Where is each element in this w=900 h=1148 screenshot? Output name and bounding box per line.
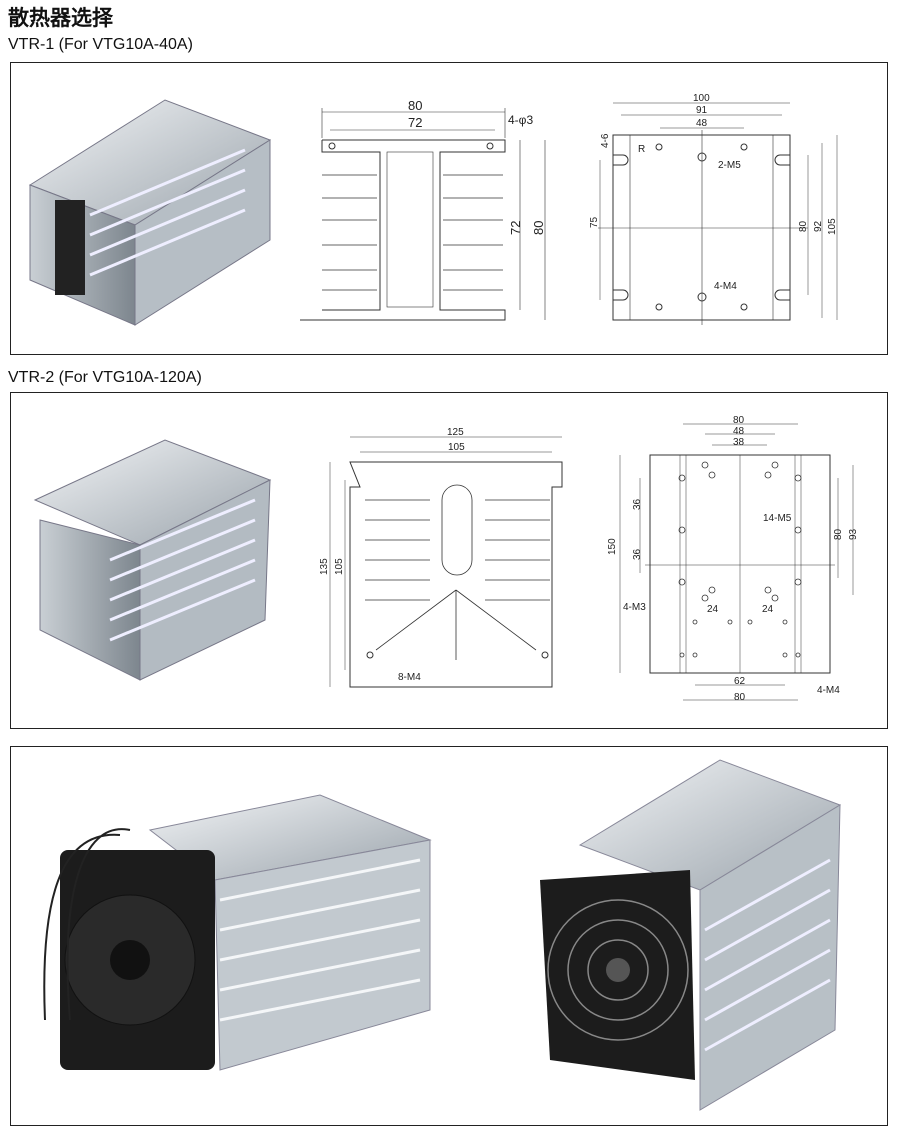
fan-photos-panel	[10, 746, 888, 1126]
dim-height: 135	[319, 558, 330, 575]
heatsink-with-fan-photo-1	[43, 794, 432, 1071]
vtr2-plan-drawing	[619, 423, 854, 701]
plan-dim-92: 92	[813, 220, 824, 232]
plan-dim-105: 105	[827, 218, 838, 235]
plan-dim-80: 80	[798, 220, 809, 232]
vtr1-plan-drawing	[598, 102, 838, 325]
plan-holes-m3: 4-M3	[623, 602, 646, 613]
vtr1-heatsink-photo	[28, 99, 272, 326]
plan-dim-24a: 24	[707, 604, 719, 615]
plan-holes-m5: 2-M5	[718, 160, 741, 171]
plan-dim-38: 38	[733, 437, 745, 448]
dim-inner-width: 105	[448, 442, 465, 453]
dim-holes: 8-M4	[398, 672, 421, 683]
plan-dim-62: 62	[734, 676, 746, 687]
vtr1-front-drawing	[300, 108, 546, 321]
plan-dim-48: 48	[733, 426, 745, 437]
section-label-vtr1: VTR-1 (For VTG10A-40A)	[8, 36, 193, 53]
plan-dim-24b: 24	[762, 604, 774, 615]
plan-dim-v80: 80	[833, 528, 844, 540]
plan-dim-75: 75	[589, 216, 600, 228]
dim-holes: 4-φ3	[508, 113, 533, 127]
plan-dim-91: 91	[696, 105, 708, 116]
dim-inner-width: 72	[408, 115, 422, 130]
plan-holes-m4: 4-M4	[817, 685, 840, 696]
vtr2-heatsink-photo	[33, 439, 272, 681]
dim-inner-height: 72	[508, 221, 523, 235]
plan-holes-m5: 14-M5	[763, 513, 792, 524]
dim-inner-height: 105	[334, 558, 345, 575]
plan-dim-48: 48	[696, 118, 708, 129]
plan-dim-36b: 36	[632, 548, 643, 560]
dim-width: 125	[447, 427, 464, 438]
plan-dim-100: 100	[693, 93, 710, 104]
dim-width: 80	[408, 98, 422, 113]
plan-dim-slot: 4-6	[600, 133, 611, 148]
page-title: 散热器选择	[8, 6, 113, 30]
plan-dim-150: 150	[607, 538, 618, 555]
vtr1-panel	[10, 62, 888, 355]
plan-dim-80: 80	[733, 415, 745, 426]
plan-dim-93: 93	[848, 528, 859, 540]
dim-height: 80	[531, 221, 546, 235]
vtr2-front-drawing	[329, 436, 563, 688]
heatsink-with-fan-photo-2	[540, 759, 842, 1111]
plan-holes-m4: 4-M4	[714, 281, 737, 292]
vtr2-panel	[10, 392, 888, 729]
plan-dim-36a: 36	[632, 498, 643, 510]
section-label-vtr2: VTR-2 (For VTG10A-120A)	[8, 369, 202, 386]
plan-dim-r: R	[638, 144, 645, 155]
plan-dim-b80: 80	[734, 692, 746, 703]
